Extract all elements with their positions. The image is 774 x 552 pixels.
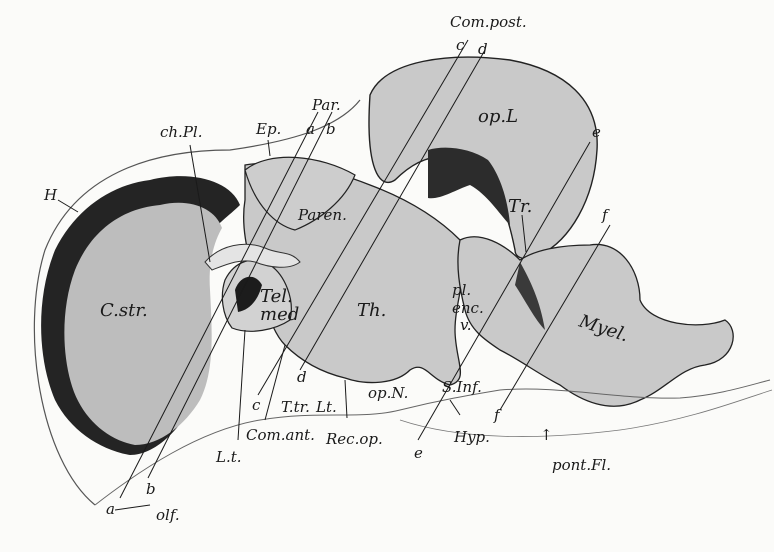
label-enc: enc. bbox=[452, 299, 484, 317]
label-op-l: op.L bbox=[478, 106, 518, 127]
label-a-top: a bbox=[306, 120, 315, 138]
label-ep: Ep. bbox=[255, 120, 281, 138]
label-pont-fl: pont.Fl. bbox=[552, 456, 611, 474]
label-e-top: e bbox=[592, 123, 601, 141]
label-s-inf: S.Inf. bbox=[442, 378, 482, 396]
label-c-str: C.str. bbox=[100, 300, 148, 321]
label-olf: olf. bbox=[156, 506, 180, 524]
label-arrow-up: ↑ bbox=[540, 426, 553, 444]
label-b-top: b bbox=[326, 120, 336, 138]
label-hyp: Hyp. bbox=[453, 428, 490, 446]
label-med: med bbox=[260, 304, 299, 325]
leader-rec-op bbox=[345, 380, 347, 418]
label-b-bottom: b bbox=[146, 480, 156, 498]
label-paren: Paren. bbox=[297, 206, 347, 224]
label-com-post: Com.post. bbox=[450, 13, 527, 31]
leader-hyp bbox=[450, 400, 460, 415]
label-ch-pl: ch.Pl. bbox=[160, 123, 203, 141]
label-t-tr: T.tr. bbox=[281, 398, 310, 416]
label-h: H bbox=[43, 186, 58, 204]
label-op-n: op.N. bbox=[368, 384, 408, 402]
label-f-top: f bbox=[601, 206, 610, 224]
label-tr: Tr. bbox=[508, 196, 532, 217]
leader-ep bbox=[268, 140, 270, 156]
leader-olf bbox=[115, 505, 150, 510]
label-lt-mid: Lt. bbox=[315, 398, 337, 416]
label-d-bottom: d bbox=[297, 368, 307, 386]
label-d-top: d bbox=[478, 40, 488, 58]
label-c-top: c bbox=[456, 36, 465, 54]
label-rec-op: Rec.op. bbox=[325, 430, 383, 448]
label-par: Par. bbox=[311, 96, 341, 114]
label-pl: pl. bbox=[452, 281, 471, 299]
label-lt-bottom: L.t. bbox=[215, 448, 242, 466]
label-v: v. bbox=[460, 316, 471, 334]
label-th: Th. bbox=[357, 300, 386, 321]
label-com-ant: Com.ant. bbox=[246, 426, 315, 444]
label-a-bottom: a bbox=[106, 500, 115, 518]
label-e-bottom: e bbox=[414, 444, 423, 462]
label-c-bottom: c bbox=[252, 396, 261, 414]
